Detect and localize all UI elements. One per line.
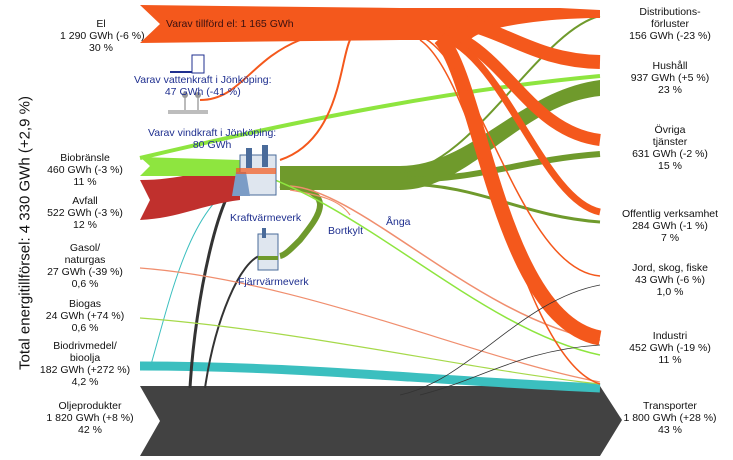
annotation-vattenkraft: Varav vattenkraft i Jönköping:47 GWh (-4…: [134, 74, 272, 98]
vindkraft-icon: [168, 92, 208, 114]
flow-fjarrvarme-fjarr: [279, 182, 323, 259]
flow-bio-hushall: [139, 74, 601, 160]
annotation-anga: Ånga: [386, 216, 411, 228]
flow-biobransle: [140, 157, 240, 176]
flow-biodrivmedel-transporter: [139, 361, 601, 393]
flow-vatten: [199, 39, 301, 101]
flow-fjarrvarme-ovriga: [399, 151, 601, 183]
flow-dark-industri: [419, 344, 601, 396]
flow-olja-transporter: [140, 386, 622, 456]
flow-bortkylt: [289, 189, 351, 216]
flow-el-industri: [434, 32, 602, 346]
annotation-fjarrvarme: Fjärrvärmeverk: [238, 276, 309, 288]
flow-biogas: [139, 317, 601, 385]
flow-el-ovriga: [419, 22, 601, 146]
flow-el-offentlig: [429, 30, 601, 216]
annotation-tillford: Varav tillförd el: 1 165 GWh: [166, 18, 294, 30]
flow-el-main: [140, 5, 600, 43]
flow-el-transport: [419, 39, 601, 385]
flow-fjarrvarme-main: [280, 80, 600, 190]
vattenkraft-icon: [170, 54, 205, 74]
flow-el-kraftvarme: [279, 39, 351, 161]
fjarrvarmeverk-icon: [257, 228, 279, 271]
flow-el-hushall: [419, 11, 601, 69]
flow-olja-fjarrvarme: [204, 254, 263, 389]
flow-dark-jord: [399, 284, 601, 396]
flow-el-jord: [419, 35, 601, 277]
flow-gasol: [139, 267, 601, 383]
annotation-vindkraft: Varav vindkraft i Jönköping:80 GWh: [148, 127, 277, 151]
annotation-bortkylt: Bortkylt: [328, 225, 364, 237]
flow-anga: [289, 185, 601, 341]
flow-bio-industri: [239, 167, 601, 356]
flow-avfall: [140, 168, 240, 220]
annotation-kraftvarme: Kraftvärmeverk: [230, 212, 302, 224]
kraftvarmeverk-icon: [232, 145, 277, 196]
